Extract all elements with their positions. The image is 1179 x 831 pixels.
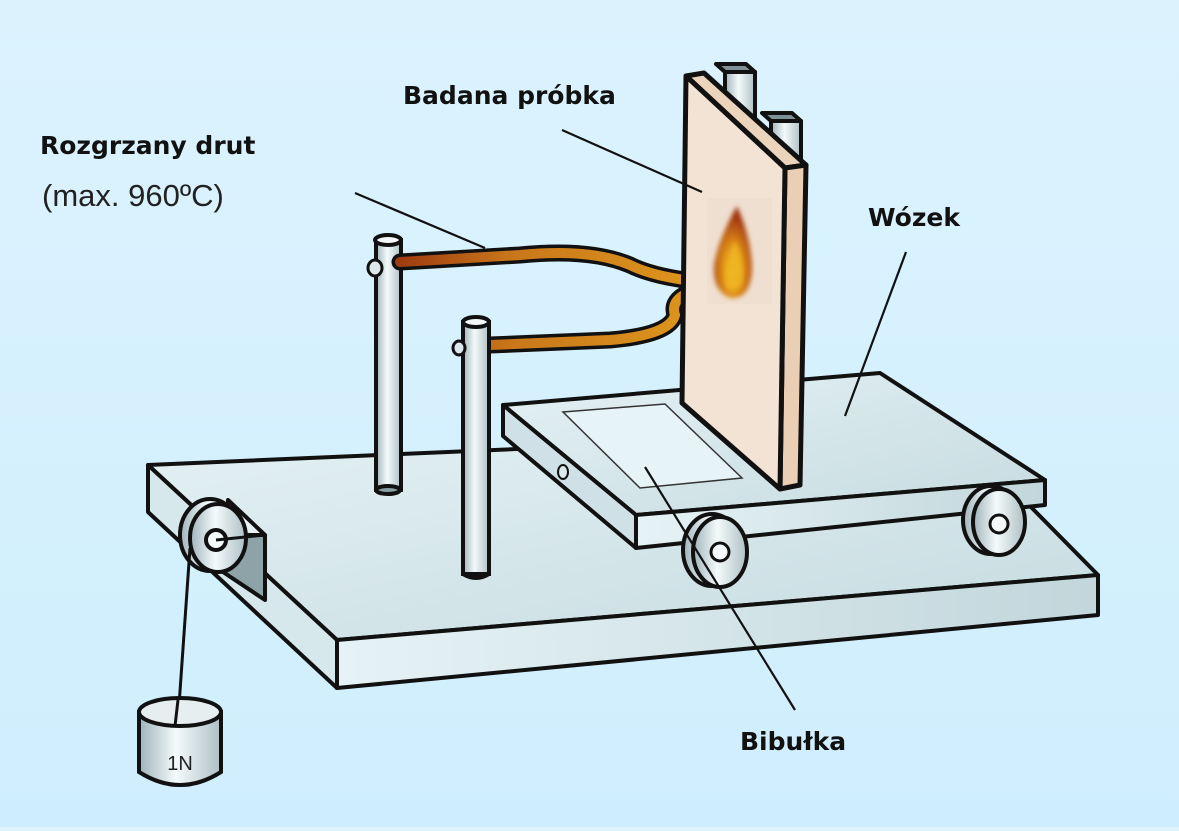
pulley [178,497,267,602]
label-sample: Badana próbka [403,81,616,110]
leader-lines [354,128,908,711]
cart-wheel [961,484,1027,557]
weight-1n: 1N [137,696,223,787]
weight-label: 1N [167,753,193,775]
label-cart: Wózek [868,203,960,232]
label-tissue: Bibułka [740,727,847,756]
rod-front [451,315,491,580]
tissue-paper [561,403,744,489]
cart-wheel [681,512,749,589]
hot-wire [391,244,728,354]
label-hot-wire: Rozgrzany drut [40,131,256,160]
rod-rear [366,233,403,496]
label-hot-wire-temperature: (max. 960ºC) [42,178,224,213]
flame-icon [707,198,772,304]
